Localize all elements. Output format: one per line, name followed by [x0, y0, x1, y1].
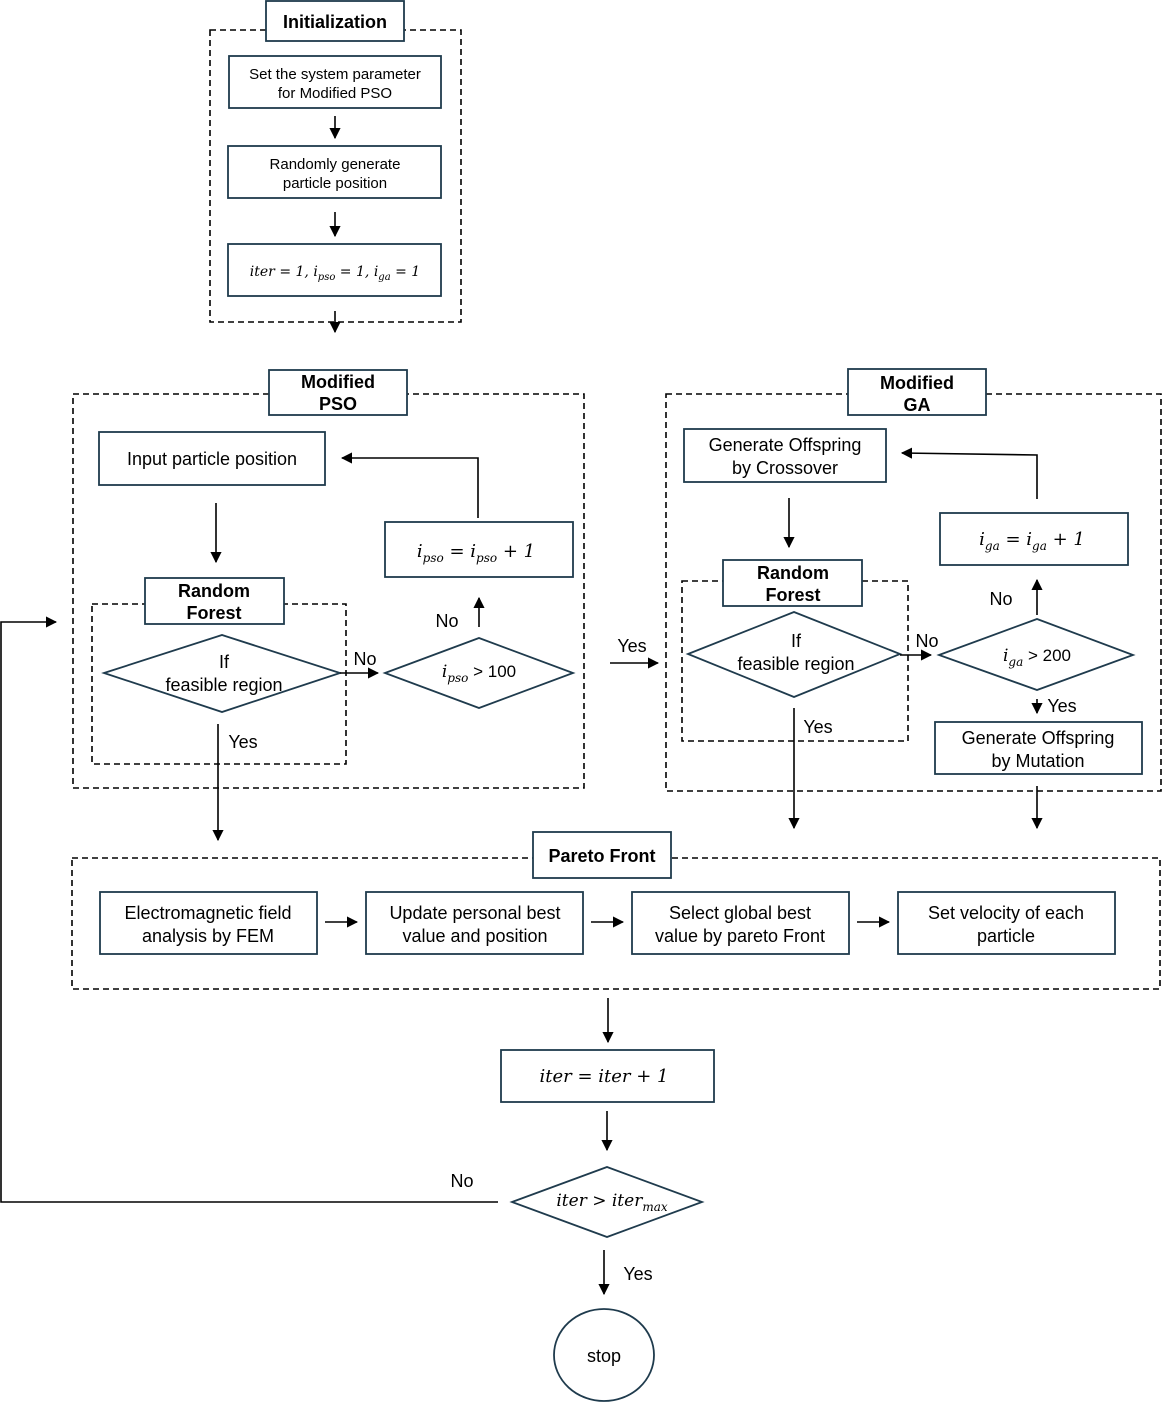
pso-increment-box: [384, 521, 574, 578]
stop-terminal: [553, 1308, 655, 1402]
pso-yes-label: Yes: [228, 732, 257, 752]
pareto-box2-line2: value and position: [402, 926, 547, 946]
ga-feasible-diamond: [685, 611, 903, 698]
ga-title-line2: GA: [904, 395, 931, 415]
ga-group: [665, 393, 1162, 792]
init-step1-line2: for Modified PSO: [278, 85, 392, 102]
ga-mutation-line1: Generate Offspring: [962, 728, 1115, 748]
pareto-box1-line2: analysis by FEM: [142, 926, 274, 946]
pareto-box3-line2: value by pareto Front: [655, 926, 825, 946]
final-condition-formula: iter > itermax: [556, 1191, 668, 1214]
pso-rf-title-line1: Random: [178, 581, 250, 601]
pso-increment-formula: ipso = ipso + 1: [417, 541, 535, 565]
init-step2-box: [227, 145, 442, 199]
pso-input-label: Input particle position: [127, 449, 297, 469]
final-yes-label: Yes: [623, 1264, 652, 1284]
stop-label: stop: [587, 1346, 621, 1366]
ga-mutation-line2: by Mutation: [991, 751, 1084, 771]
arrow-pso-loop: [340, 452, 479, 518]
pso-input-box: [98, 431, 326, 486]
final-condition-diamond: [509, 1166, 705, 1238]
pso-rf-title-line2: Forest: [186, 603, 241, 623]
ga-title-box: [847, 368, 987, 416]
initialization-title: Initialization: [283, 12, 387, 32]
pso-condition-diamond: [382, 637, 576, 709]
pareto-title: Pareto Front: [548, 846, 655, 866]
pareto-box-velocity: [897, 891, 1116, 955]
ga-increment-box: [939, 512, 1129, 566]
pso-feasible-diamond: [101, 634, 343, 713]
pareto-box1-line1: Electromagnetic field: [124, 903, 291, 923]
ga-rf-title-line1: Random: [757, 563, 829, 583]
iter-update-box: [500, 1049, 715, 1103]
pso-feasible-line1: If: [219, 652, 230, 672]
init-step1-box: [228, 55, 442, 109]
ga-rf-title-line2: Forest: [765, 585, 820, 605]
pso-title-line2: PSO: [319, 394, 357, 414]
ga-feasible-line1: If: [791, 631, 802, 651]
init-step3-box: [227, 243, 442, 297]
init-step2-line2: particle position: [283, 175, 387, 192]
pareto-box2-line1: Update personal best: [389, 903, 560, 923]
pareto-box4-line2: particle: [977, 926, 1035, 946]
ga-condition-diamond: [936, 618, 1136, 691]
ga-title-line1: Modified: [880, 373, 954, 393]
init-step1-line1: Set the system parameter: [249, 66, 421, 83]
final-no-label: No: [450, 1171, 473, 1191]
init-step3-formula: iter = 1, ipso = 1, iga = 1: [250, 264, 420, 283]
ga-yes-label: Yes: [803, 717, 832, 737]
ga-feasible-line2: feasible region: [737, 654, 854, 674]
pso-loop-no-label: No: [435, 611, 458, 631]
arrow-main-loop-no: [0, 616, 498, 1203]
ga-mutation-box: [934, 721, 1143, 775]
ga-condition-formula: iga > 200: [1003, 646, 1071, 669]
ga-crossover-box: [683, 428, 887, 483]
ga-cond-yes-label: Yes: [1047, 696, 1076, 716]
ga-crossover-line1: Generate Offspring: [709, 435, 862, 455]
ga-increment-formula: iga = iga + 1: [979, 529, 1085, 553]
pso-title-box: [268, 369, 408, 416]
pso-condition-formula: ipso > 100: [442, 662, 516, 685]
pareto-box-global-best: [631, 891, 850, 955]
pso-title-line1: Modified: [301, 372, 375, 392]
ga-rf-title-box: [722, 559, 863, 607]
pareto-box-personal-best: [365, 891, 584, 955]
initialization-title-box: [265, 0, 405, 42]
pareto-box-fem: [99, 891, 318, 955]
pareto-box4-line1: Set velocity of each: [928, 903, 1084, 923]
iter-update-formula: iter = iter + 1: [540, 1066, 669, 1087]
init-step2-line1: Randomly generate: [270, 156, 401, 173]
ga-crossover-line2: by Crossover: [732, 458, 838, 478]
pso-to-ga-yes-label: Yes: [617, 636, 646, 656]
pso-rf-group: [91, 603, 347, 765]
ga-no-label: No: [915, 631, 938, 651]
pso-no-label: No: [353, 649, 376, 669]
ga-loop-no-label: No: [989, 589, 1012, 609]
arrow-ga-loop: [900, 447, 1038, 499]
pareto-title-box: [532, 831, 672, 879]
pso-rf-title-box: [144, 577, 285, 625]
pareto-box3-line1: Select global best: [669, 903, 811, 923]
pso-feasible-line2: feasible region: [165, 675, 282, 695]
